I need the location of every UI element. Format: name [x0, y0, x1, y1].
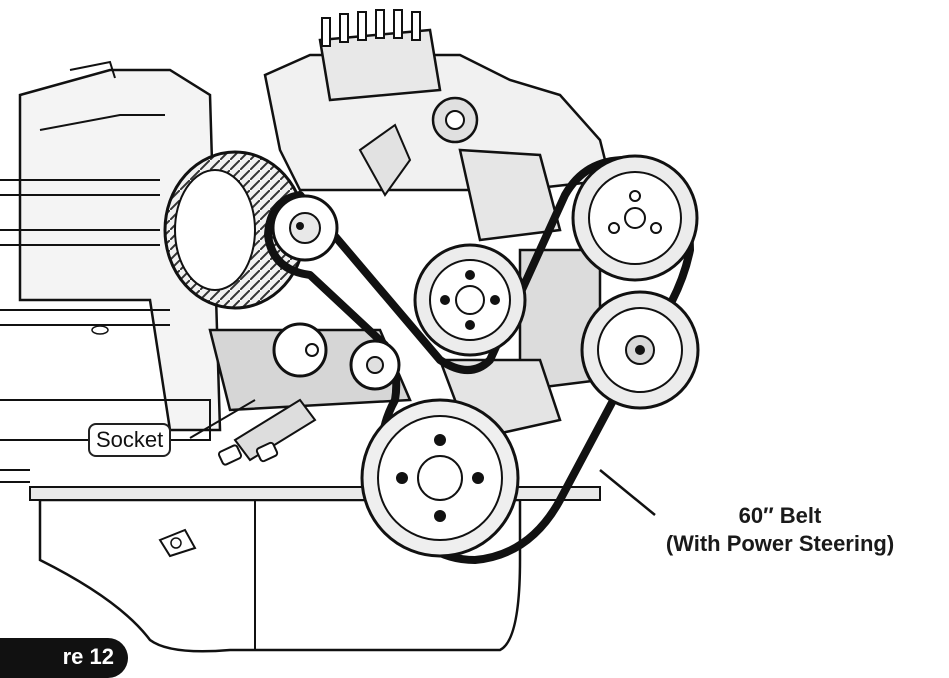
socket-label: Socket [88, 423, 172, 457]
spark-plug-wires [321, 9, 421, 47]
tensioner-pulley [272, 322, 401, 391]
belt-label-line1: 60″ Belt [738, 503, 822, 528]
belt-label-line2: (With Power Steering) [665, 531, 895, 556]
socket-leader-line [189, 399, 256, 439]
alternator [163, 150, 307, 310]
crankshaft-pulley [360, 398, 520, 558]
water-pump-pulley [413, 243, 527, 357]
alternator-pulley [271, 194, 339, 262]
engine-block-left [0, 60, 222, 441]
ac-compressor-pulley [571, 154, 699, 282]
intake-manifold [263, 9, 612, 197]
belt-leader-line [599, 469, 656, 516]
belt-callout: 60″ Belt (With Power Steering) [620, 502, 940, 558]
figure-badge: re 12 [0, 638, 128, 678]
power-steering-pulley [580, 290, 700, 410]
socket-tool [217, 398, 317, 466]
